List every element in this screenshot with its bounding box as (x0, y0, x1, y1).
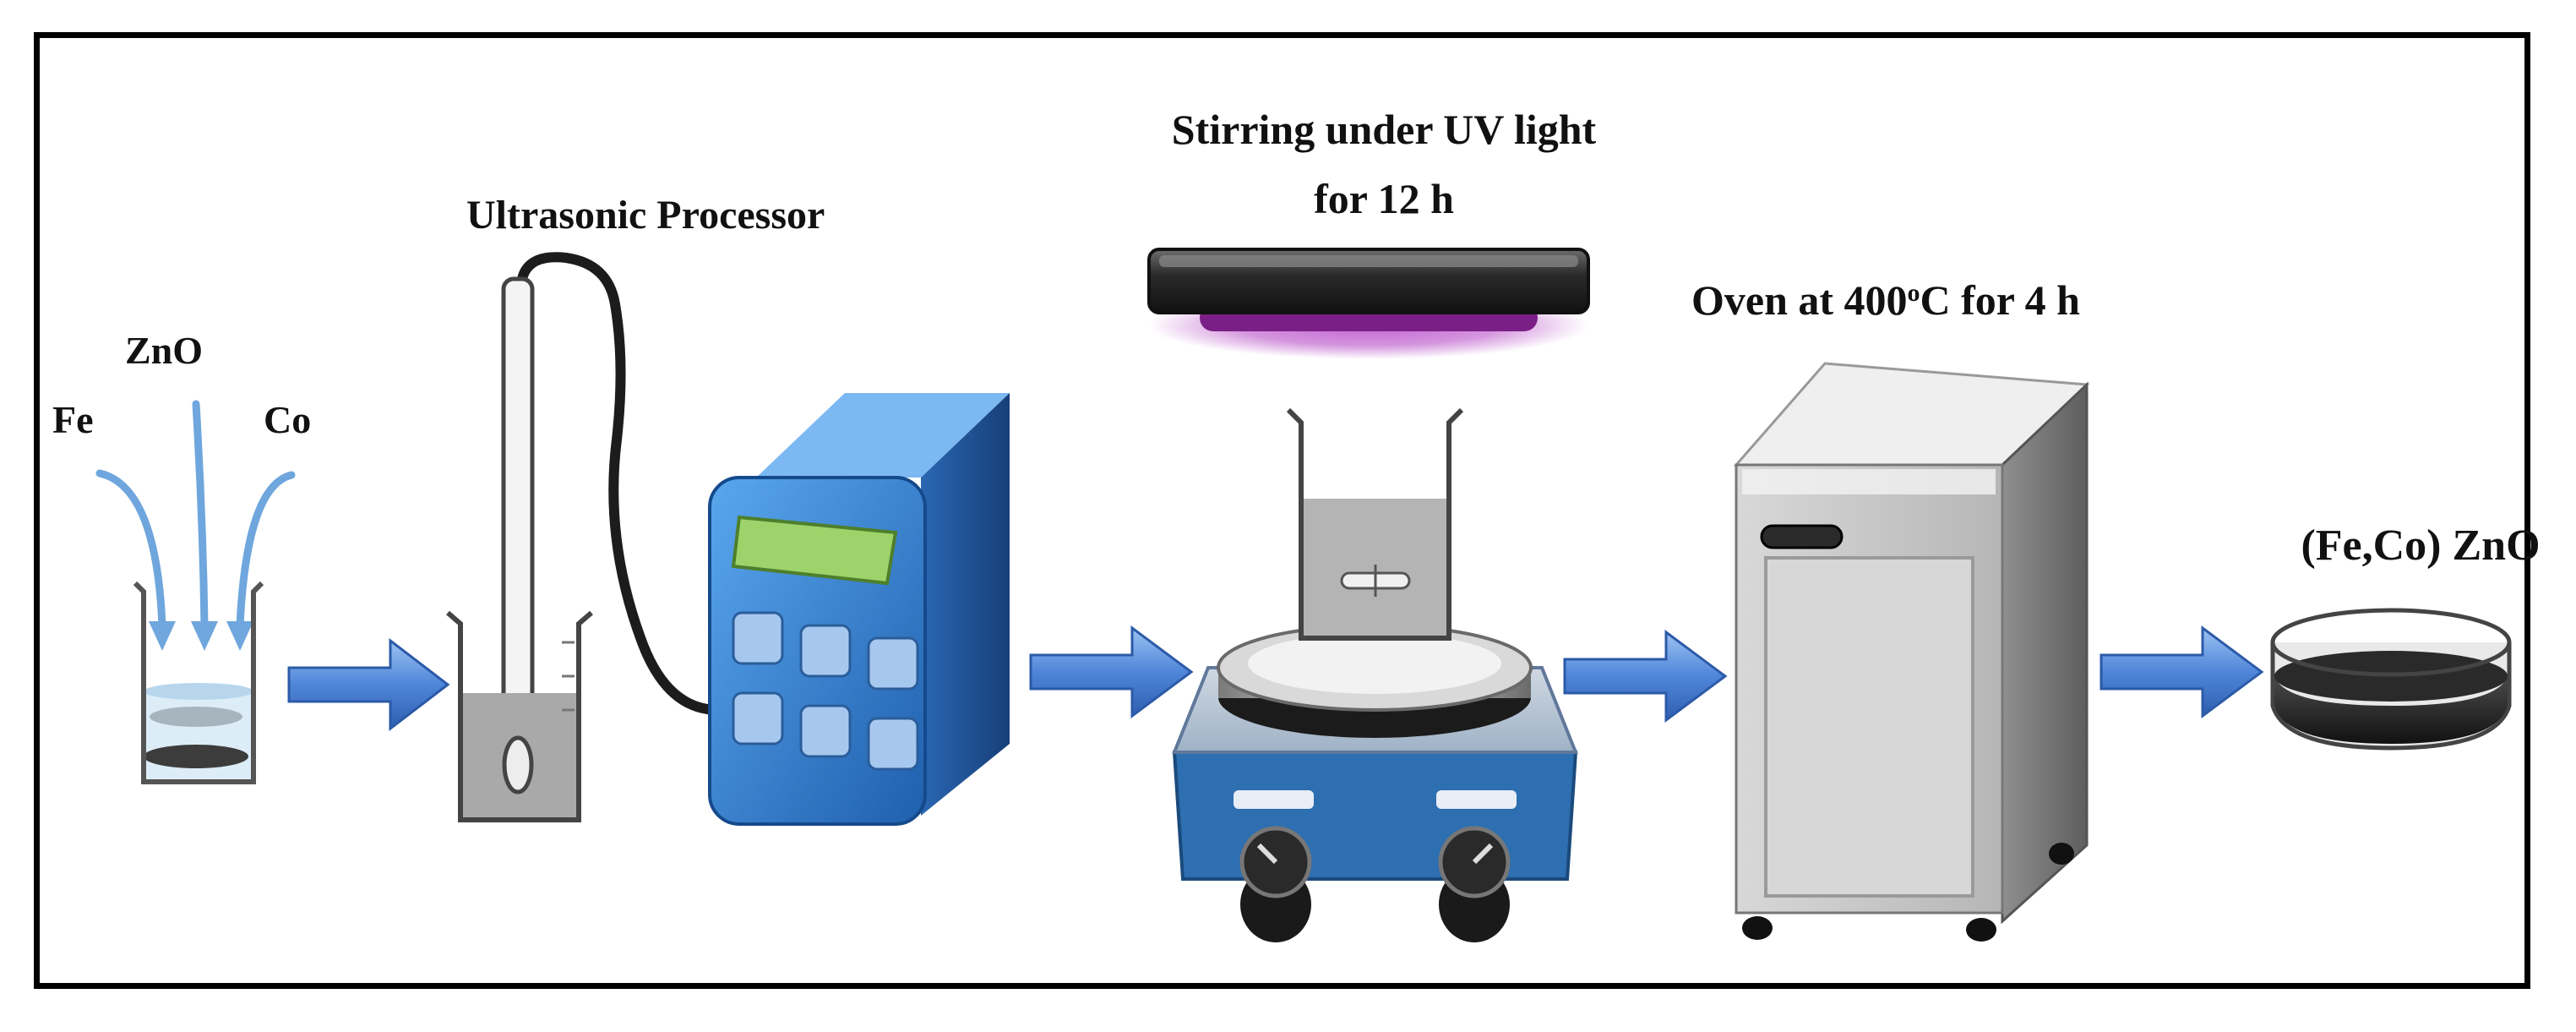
flow-arrow-2 (1029, 625, 1194, 718)
oven-stage: Oven at 400oC for 4 h (1691, 276, 2090, 942)
flow-arrow-1 (287, 637, 450, 732)
uv-lamp-icon (1147, 248, 1590, 359)
zno-arrow (192, 400, 209, 630)
precursor-beaker: Fe ZnO Co (52, 329, 311, 784)
stirring-beaker-icon (1286, 407, 1464, 641)
label-co: Co (264, 398, 311, 441)
oven-icon (1733, 362, 2090, 942)
precursor-arrows (95, 400, 296, 630)
fe-arrow (95, 469, 166, 630)
probe-beaker-icon (446, 610, 593, 822)
oven-wheels (1742, 843, 2074, 942)
left-knob (1239, 826, 1312, 942)
label-ultrasonic: Ultrasonic Processor (466, 193, 825, 238)
ultrasonic-stage: Ultrasonic Processor (446, 193, 1010, 826)
ultrasonic-processor-icon (708, 393, 1010, 826)
label-stirring-line2: for 12 h (1314, 175, 1454, 222)
label-zno: ZnO (125, 329, 203, 372)
label-fe: Fe (52, 398, 94, 441)
stirring-stage: Stirring under UV light for 12 h (1147, 106, 1597, 942)
beaker-icon (133, 581, 264, 784)
co-arrow (236, 471, 296, 630)
processor-keypad (732, 611, 919, 771)
label-product: (Fe,Co) ZnO (2301, 521, 2540, 570)
processor-screen (731, 515, 898, 586)
magnetic-stirrer-icon (1172, 624, 1578, 942)
oven-door (1764, 556, 1974, 898)
flow-arrow-4 (2099, 625, 2264, 718)
right-knob (1438, 826, 1511, 942)
petri-dish-icon (2270, 608, 2512, 751)
oven-handle (1760, 524, 1844, 549)
product-stage: (Fe,Co) ZnO (2270, 521, 2541, 751)
flow-arrow-3 (1563, 630, 1728, 723)
label-oven: Oven at 400oC for 4 h (1691, 276, 2080, 324)
label-stirring-line1: Stirring under UV light (1172, 106, 1597, 153)
